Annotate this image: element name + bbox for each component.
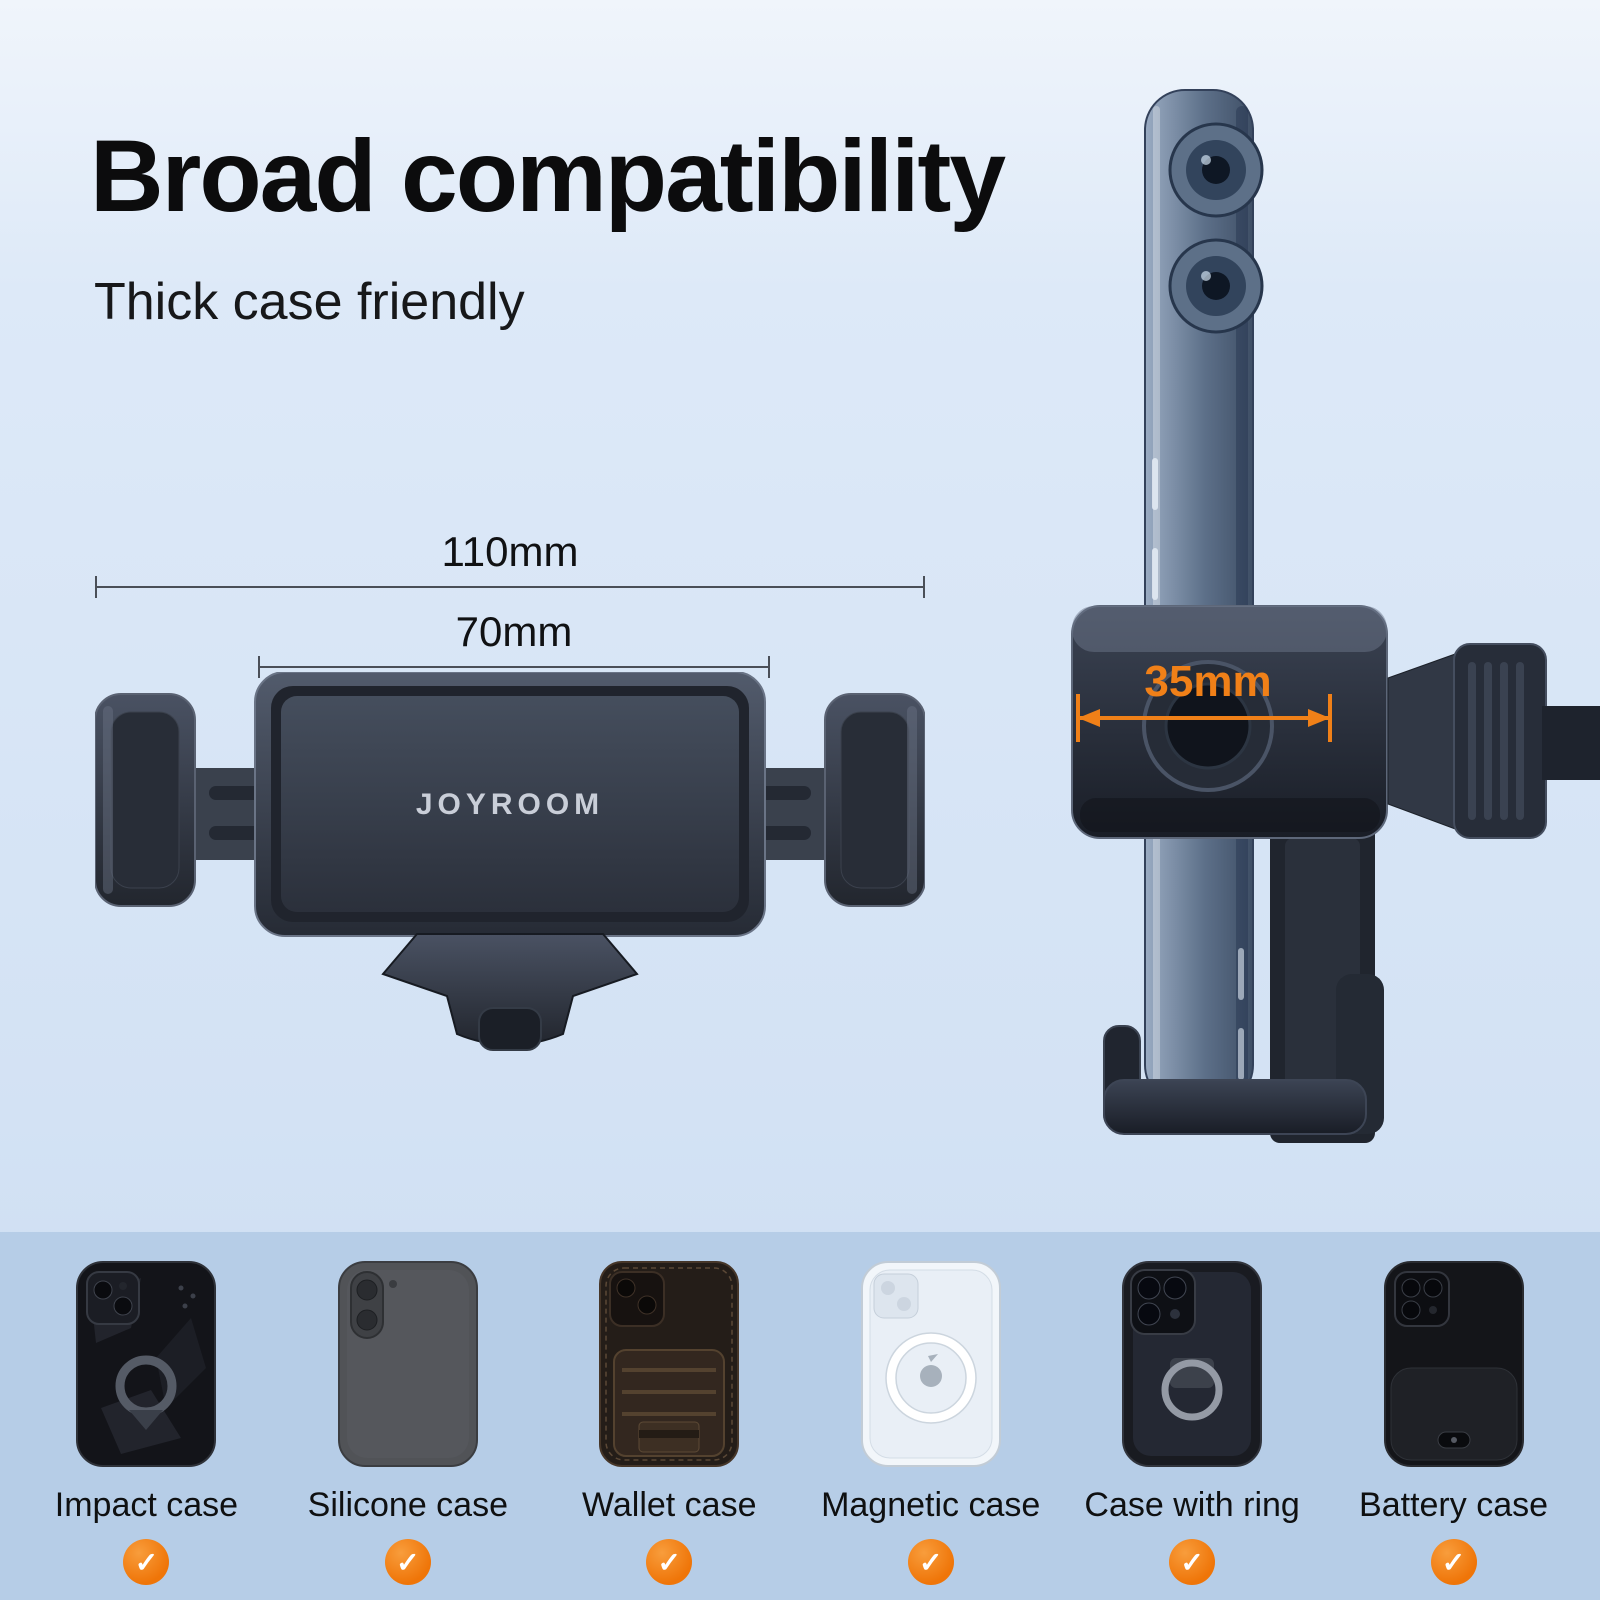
- case-item-ring: Case with ring ✓: [1077, 1258, 1307, 1585]
- holder-body: JOYROOM: [254, 672, 766, 937]
- case-item-silicone: Silicone case ✓: [293, 1258, 523, 1585]
- check-icon: ✓: [123, 1539, 170, 1585]
- impact-case-image: [71, 1258, 221, 1470]
- page-subtitle: Thick case friendly: [94, 273, 525, 331]
- check-icon: ✓: [384, 1539, 431, 1585]
- phone-illustration: [1144, 89, 1264, 1106]
- case-label: Impact case: [54, 1486, 239, 1524]
- case-label: Wallet case: [582, 1486, 757, 1524]
- silicone-case-image: [333, 1258, 483, 1470]
- holder-grip-left: [95, 693, 196, 907]
- case-item-wallet: Wallet case ✓: [554, 1258, 784, 1585]
- case-label: Case with ring: [1084, 1486, 1300, 1524]
- case-item-impact: Impact case ✓: [31, 1258, 261, 1585]
- ring-case-image: [1117, 1258, 1267, 1470]
- holder-front-illustration: JOYROOM: [95, 672, 925, 1051]
- phone-camera-lens-icon: [1168, 122, 1264, 334]
- holder-clamp-block: [1071, 605, 1388, 839]
- case-item-battery: Battery case ✓: [1339, 1258, 1569, 1585]
- check-icon: ✓: [907, 1539, 954, 1585]
- battery-case-image: [1379, 1258, 1529, 1470]
- holder-foot: [381, 933, 639, 1051]
- dimension-70mm: 70mm: [258, 608, 770, 678]
- case-label: Battery case: [1359, 1486, 1549, 1524]
- case-label: Magnetic case: [821, 1486, 1041, 1524]
- brand-logo-text: JOYROOM: [416, 788, 604, 821]
- check-icon: ✓: [1430, 1539, 1477, 1585]
- wallet-case-image: [594, 1258, 744, 1470]
- case-compatibility-band: Impact case ✓ Silicone case ✓: [0, 1232, 1600, 1600]
- holder-bottom-hook: [1103, 1025, 1367, 1135]
- dimension-70mm-line: [258, 656, 770, 678]
- holder-grip-right: [824, 693, 925, 907]
- holder-foot-hook: [478, 1007, 542, 1051]
- case-item-magnetic: Magnetic case ✓: [816, 1258, 1046, 1585]
- page-title: Broad compatibility: [90, 119, 1006, 233]
- holder-side-view: 35mm: [1040, 78, 1600, 1190]
- check-icon: ✓: [1169, 1539, 1216, 1585]
- magnetic-case-image: [856, 1258, 1006, 1470]
- dimension-110mm: 110mm: [95, 528, 925, 598]
- dimension-35mm-label: 35mm: [1144, 657, 1271, 706]
- vent-clip-connector: [1387, 643, 1600, 839]
- holder-front-view: JOYROOM: [95, 672, 925, 1064]
- holder-side-illustration: 35mm: [1071, 89, 1600, 1143]
- check-icon: ✓: [646, 1539, 693, 1585]
- case-label: Silicone case: [307, 1486, 509, 1524]
- dimension-110mm-line: [95, 576, 925, 598]
- dimension-110mm-label: 110mm: [441, 528, 579, 575]
- dimension-35mm: 35mm: [1076, 657, 1332, 742]
- dimension-70mm-label: 70mm: [455, 608, 573, 655]
